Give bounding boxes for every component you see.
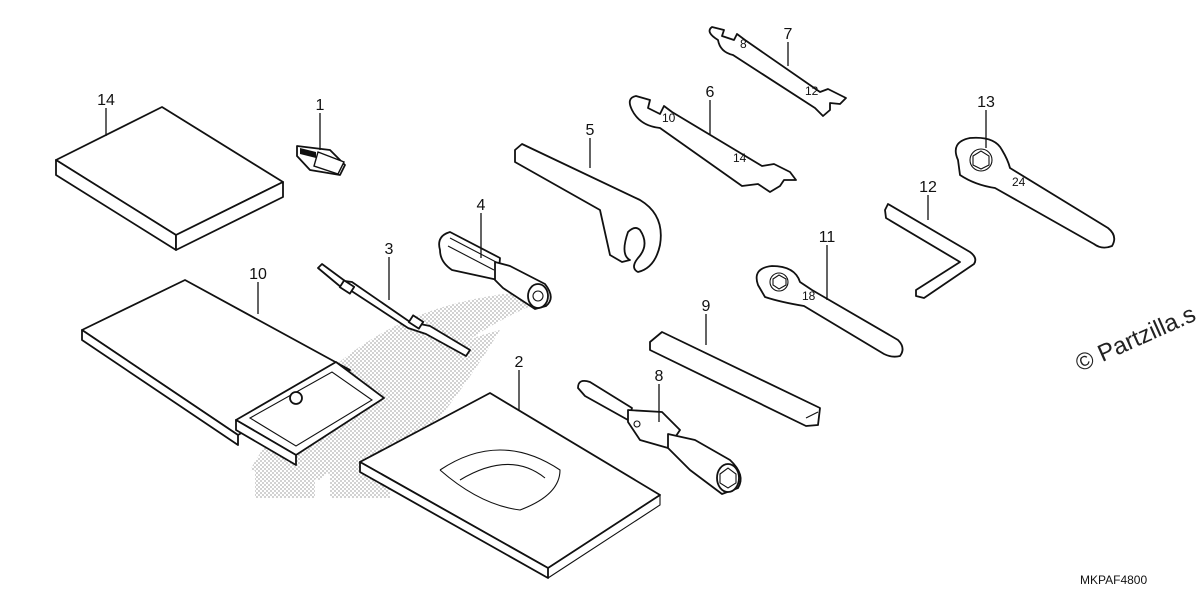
- part-6-wrench: 10 14: [628, 95, 797, 193]
- callout-6: 6: [706, 84, 715, 101]
- callout-14: 14: [97, 92, 115, 109]
- callout-7: 7: [784, 26, 793, 43]
- callout-8: 8: [655, 368, 664, 385]
- diagram-part-number: MKPAF4800: [1080, 573, 1147, 587]
- callout-12: 12: [919, 179, 937, 196]
- part-13-ring-wrench: 24: [954, 136, 1116, 249]
- part-8-plug-wrench: [577, 379, 742, 495]
- callout-5: 5: [586, 122, 595, 139]
- part-1-clip: [296, 145, 346, 176]
- callout-4: 4: [477, 197, 486, 214]
- watermark-text: © Partzilla.s: [1071, 301, 1199, 378]
- callout-1: 1: [316, 97, 325, 114]
- callout-10: 10: [249, 266, 267, 283]
- part-7-wrench: 8 12: [708, 26, 847, 117]
- svg-text:8: 8: [740, 37, 747, 51]
- callout-labels: 14 1 7 6 5 13 12 4 3 11 10 9 2 8: [97, 26, 995, 385]
- svg-text:10: 10: [662, 111, 676, 125]
- callout-2: 2: [515, 354, 524, 371]
- svg-text:14: 14: [733, 151, 747, 165]
- part-4-screwdriver: [438, 231, 552, 310]
- callout-11: 11: [819, 229, 836, 246]
- callout-13: 13: [977, 94, 995, 111]
- part-2-pouch: [359, 392, 661, 579]
- part-9-extension-bar: [649, 331, 821, 427]
- part-10-tool-bag: [81, 279, 385, 466]
- callout-9: 9: [702, 298, 711, 315]
- callout-leaders: [105, 42, 987, 422]
- part-14-manual: [55, 106, 284, 251]
- part-5-spanner: [514, 143, 662, 273]
- svg-text:12: 12: [805, 84, 819, 98]
- part-3-driver-shaft: [317, 263, 471, 357]
- part-12-hex-key: [884, 203, 977, 299]
- callout-3: 3: [385, 241, 394, 258]
- svg-text:18: 18: [802, 289, 816, 303]
- part-11-ring-wrench: 18: [755, 265, 904, 358]
- svg-text:24: 24: [1012, 175, 1026, 189]
